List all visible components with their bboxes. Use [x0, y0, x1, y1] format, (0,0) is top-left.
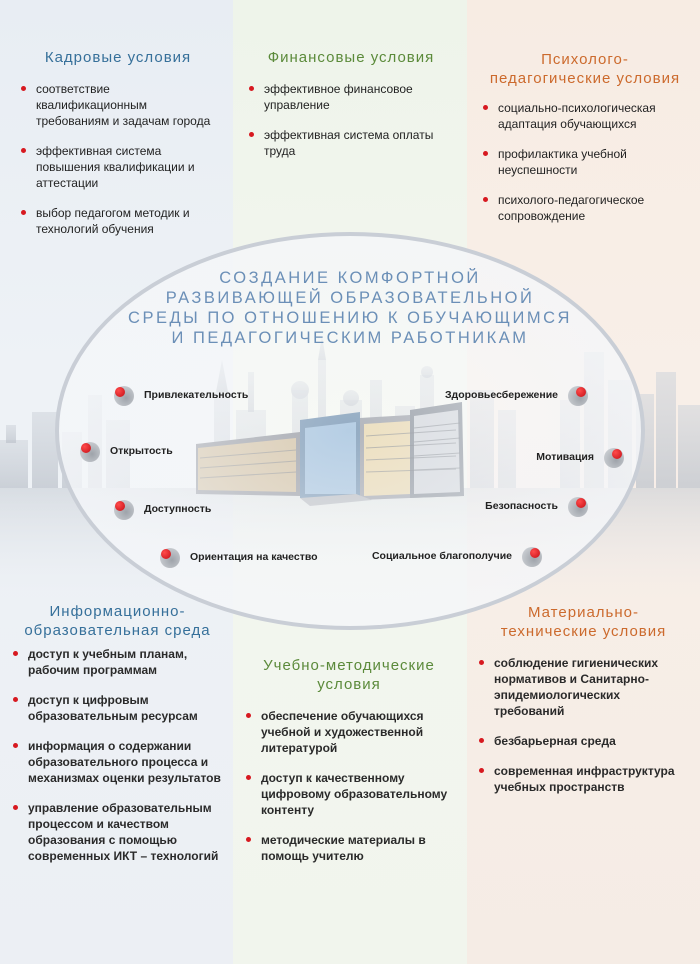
feature-wellbeing: Социальное благополучие: [372, 545, 544, 567]
red-dot-icon: [78, 440, 100, 462]
list-item: соответствие квалификационным требования…: [18, 81, 218, 129]
list-item: безбарьерная среда: [476, 733, 691, 749]
list-item: психолого-педагогическое сопровождение: [480, 192, 690, 224]
bullet-list: обеспечение обучающихся учебной и художе…: [243, 708, 455, 864]
feature-quality: Ориентация на качество: [158, 546, 318, 568]
bullet-list: эффективное финансовое управление эффект…: [246, 81, 456, 159]
block-psychology: Психолого- педагогические условия социал…: [480, 50, 690, 238]
block-information: Информационно- образовательная среда дос…: [10, 602, 225, 878]
red-dot-icon: [568, 384, 590, 406]
list-item: соблюдение гигиенических нормативов и Са…: [476, 655, 691, 719]
bullet-list: соответствие квалификационным требования…: [18, 81, 218, 237]
red-dot-icon: [604, 446, 626, 468]
list-item: доступ к учебным планам, рабочим програм…: [10, 646, 225, 678]
bullet-list: доступ к учебным планам, рабочим програм…: [10, 646, 225, 864]
list-item: профилактика учебной неуспешности: [480, 146, 690, 178]
list-item: социально-психологическая адаптация обуч…: [480, 100, 690, 132]
list-item: эффективная система оплаты труда: [246, 127, 456, 159]
central-title: СОЗДАНИЕ КОМФОРТНОЙ РАЗВИВАЮЩЕЙ ОБРАЗОВА…: [128, 269, 572, 347]
block-material: Материально- технические условия соблюде…: [476, 603, 691, 809]
block-methodical: Учебно-методические условия обеспечение …: [243, 656, 455, 878]
feature-health: Здоровьесбережение: [445, 384, 590, 406]
feature-attractiveness: Привлекательность: [112, 384, 248, 406]
bullet-list: социально-психологическая адаптация обуч…: [480, 100, 690, 224]
block-title: Кадровые условия: [44, 49, 192, 66]
red-dot-icon: [112, 384, 134, 406]
block-title: Учебно-методические условия: [263, 657, 435, 693]
red-dot-icon: [158, 546, 180, 568]
list-item: управление образовательным процессом и к…: [10, 800, 225, 864]
block-title: Материально- технические условия: [500, 604, 667, 640]
feature-safety: Безопасность: [485, 495, 590, 517]
red-dot-icon: [522, 545, 544, 567]
feature-accessibility: Доступность: [112, 498, 211, 520]
feature-motivation: Мотивация: [536, 446, 626, 468]
block-title: Психолого- педагогические условия: [489, 51, 681, 87]
list-item: эффективная система повышения квалификац…: [18, 143, 218, 191]
list-item: современная инфраструктура учебных прост…: [476, 763, 691, 795]
block-personnel: Кадровые условия соответствие квалификац…: [18, 48, 218, 251]
list-item: доступ к цифровым образовательным ресурс…: [10, 692, 225, 724]
central-ellipse: [55, 232, 645, 630]
bullet-list: соблюдение гигиенических нормативов и Са…: [476, 655, 691, 795]
list-item: методические материалы в помощь учителю: [243, 832, 455, 864]
list-item: информация о содержании образовательного…: [10, 738, 225, 786]
block-title: Финансовые условия: [267, 49, 435, 66]
list-item: эффективное финансовое управление: [246, 81, 456, 113]
feature-openness: Открытость: [78, 440, 173, 462]
red-dot-icon: [112, 498, 134, 520]
list-item: доступ к качественному цифровому образов…: [243, 770, 455, 818]
list-item: выбор педагогом методик и технологий обу…: [18, 205, 218, 237]
red-dot-icon: [568, 495, 590, 517]
block-title: Информационно- образовательная среда: [24, 603, 211, 639]
list-item: обеспечение обучающихся учебной и художе…: [243, 708, 455, 756]
block-finance: Финансовые условия эффективное финансово…: [246, 48, 456, 173]
